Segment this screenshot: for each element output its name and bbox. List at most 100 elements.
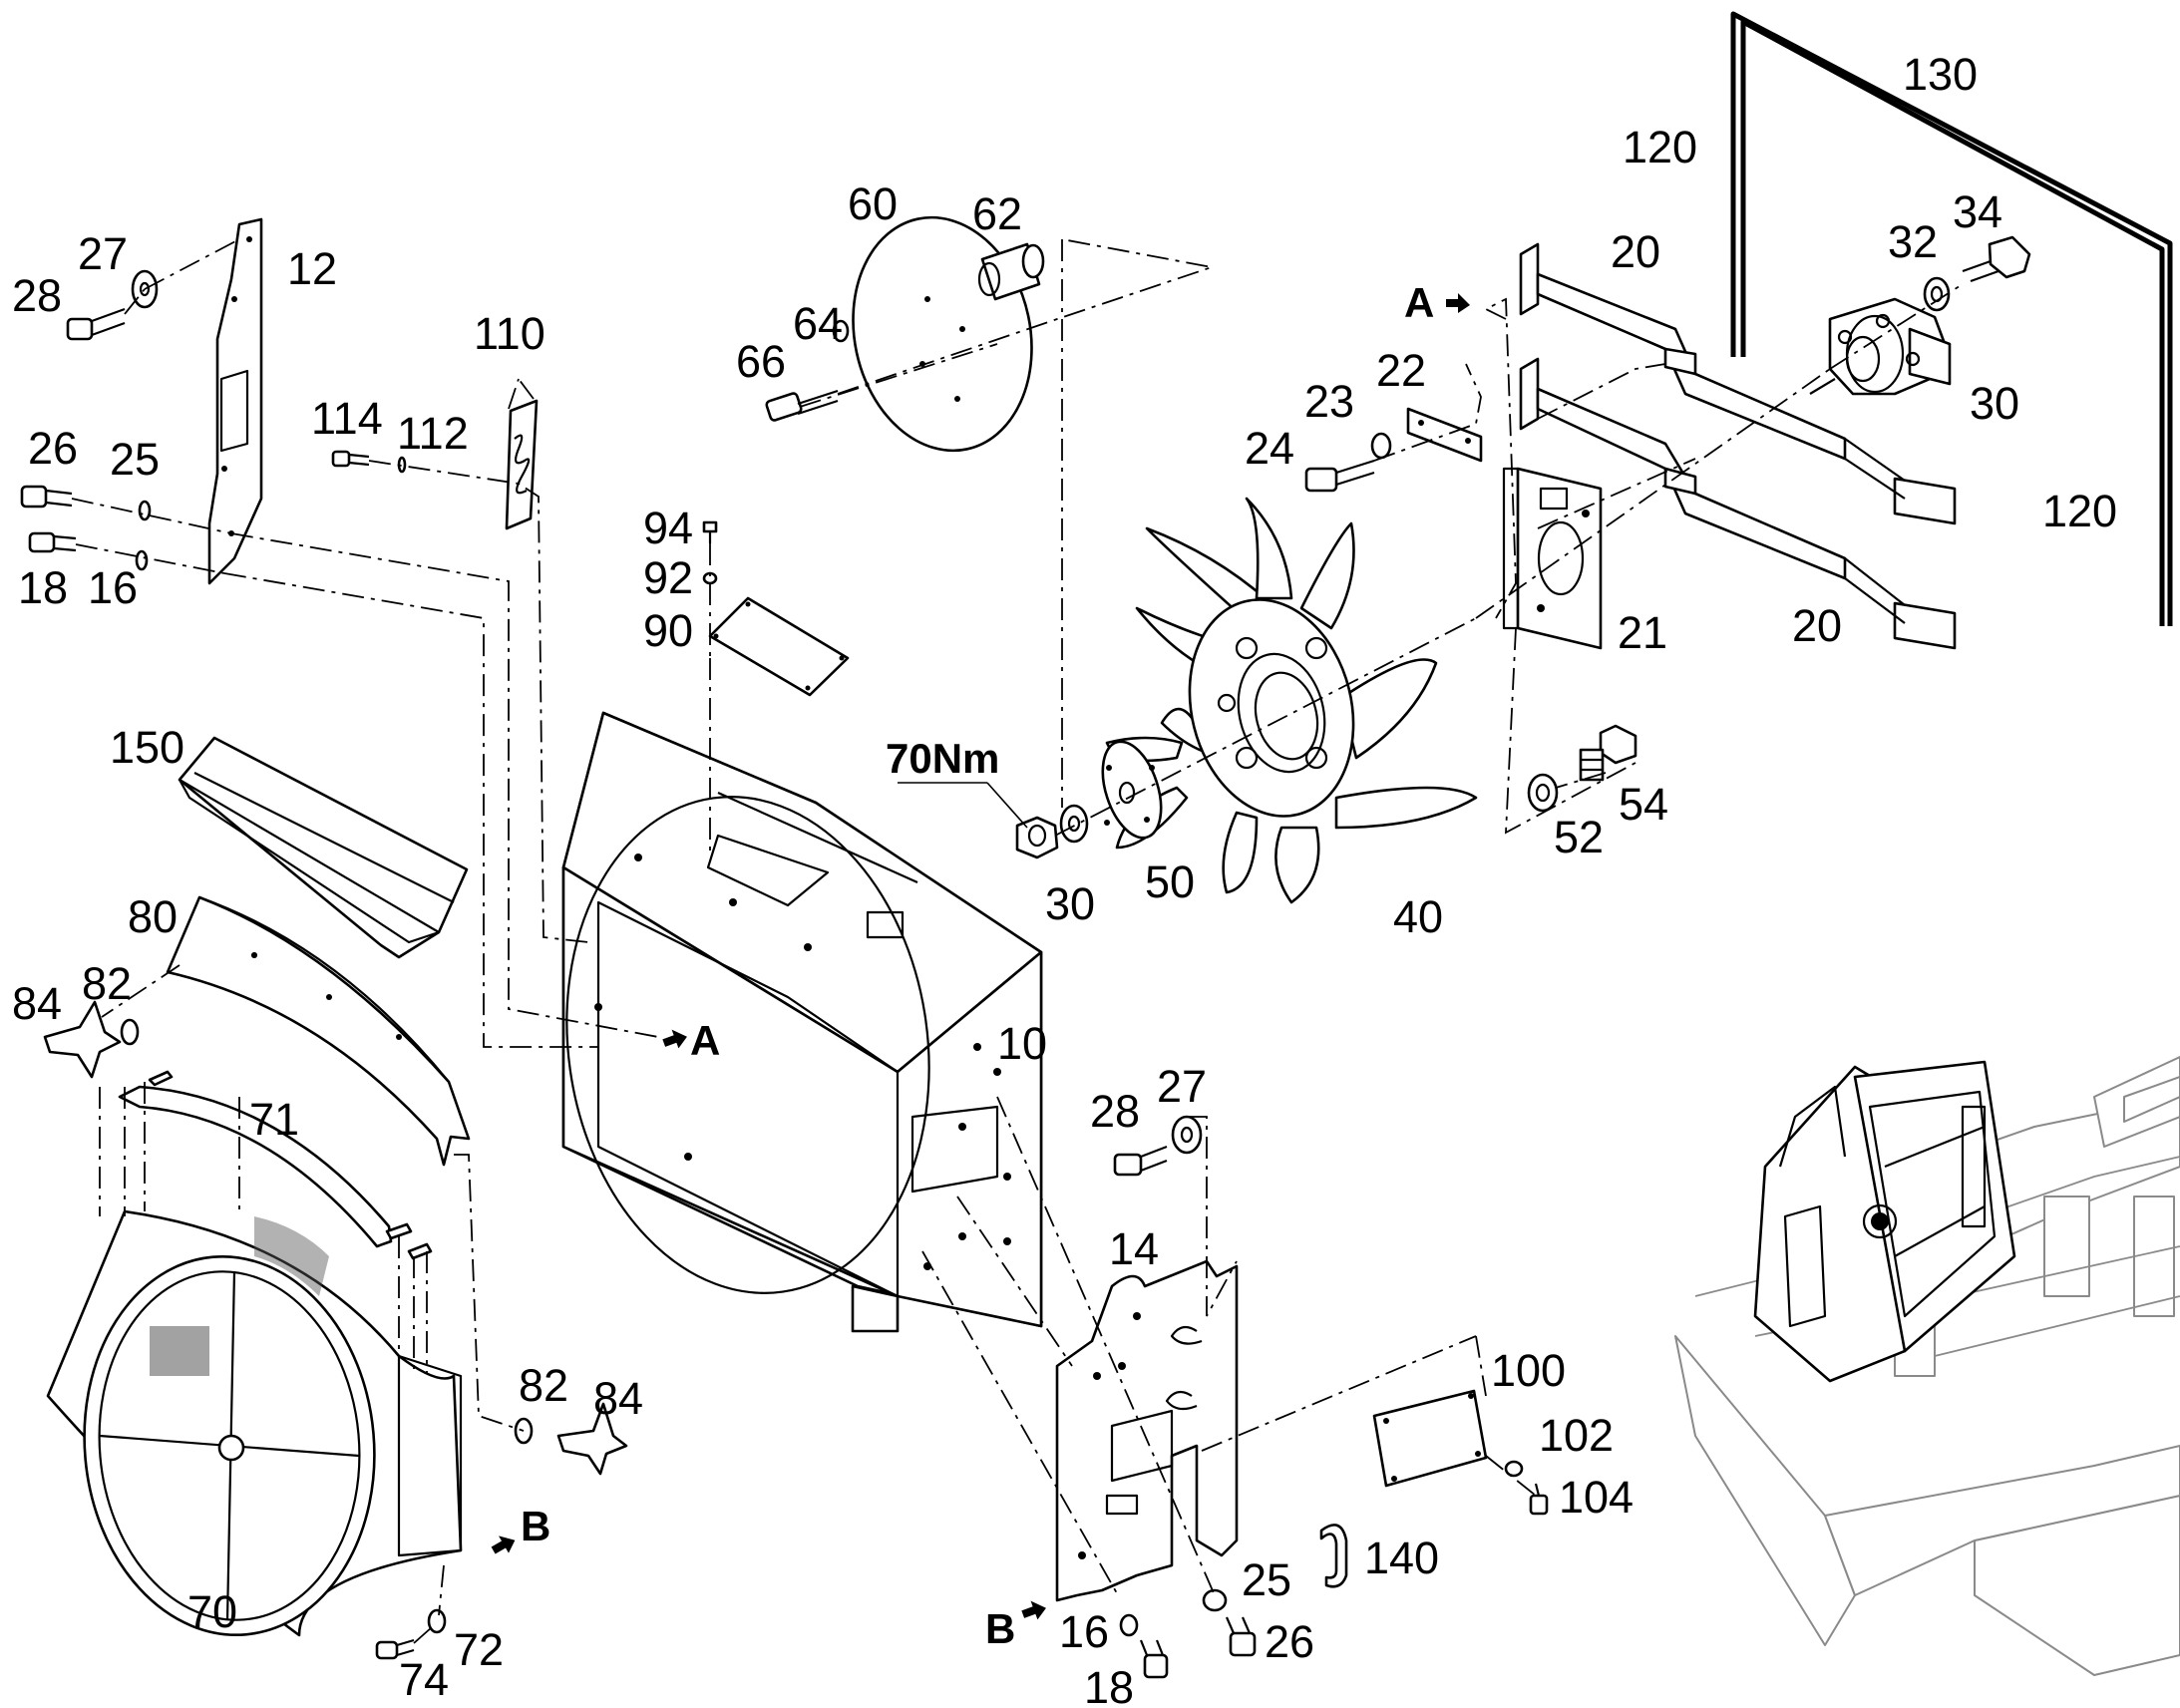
label-26-bottom: 26: [1265, 1616, 1314, 1667]
bolt-26-top: [20, 485, 73, 509]
label-30-pump: 30: [1970, 378, 2019, 429]
label-16-top: 16: [88, 562, 138, 613]
bolt-66: [765, 389, 839, 422]
bolt-28-top: [66, 307, 126, 341]
label-130: 130: [1903, 49, 1978, 100]
marker-b-bottom-label: B: [985, 1605, 1015, 1652]
washer-25-top: [138, 500, 152, 521]
label-82-right: 82: [519, 1360, 568, 1411]
label-22: 22: [1376, 345, 1426, 396]
fan-shroud-10: [561, 711, 1043, 1333]
bolt-28-right: [1113, 1145, 1168, 1177]
torque-leader: [986, 782, 1028, 829]
fan-40: [1105, 497, 1478, 904]
marker-a-mid-label: A: [690, 1017, 720, 1064]
label-90: 90: [643, 605, 693, 656]
washer-72: [427, 1608, 447, 1634]
label-32: 32: [1888, 216, 1938, 267]
washer-25-bottom: [1202, 1588, 1228, 1612]
washer-32: [1923, 276, 1951, 312]
label-30-nut: 30: [1045, 878, 1095, 929]
label-26-top: 26: [28, 423, 78, 474]
label-21: 21: [1618, 607, 1667, 658]
marker-b-left-label: B: [521, 1503, 550, 1549]
marker-b-left: [491, 1536, 516, 1554]
label-28-right: 28: [1090, 1086, 1140, 1137]
washer-23: [1370, 432, 1392, 460]
label-110: 110: [474, 308, 545, 359]
label-28-top: 28: [12, 270, 62, 321]
label-52: 52: [1554, 812, 1604, 862]
washer-30: [1059, 804, 1089, 844]
label-64: 64: [793, 298, 843, 349]
washer-82-left: [120, 1018, 140, 1046]
cover-90: [708, 596, 850, 697]
label-74: 74: [399, 1654, 449, 1705]
duct-150: [178, 736, 469, 959]
label-84-left: 84: [12, 978, 62, 1029]
label-92: 92: [643, 552, 693, 603]
ring-71: [118, 1070, 433, 1260]
torque-label: 70Nm: [886, 735, 999, 782]
plate-22: [1406, 407, 1483, 463]
label-18-top: 18: [18, 562, 68, 613]
label-66: 66: [736, 336, 786, 387]
screw-104: [1529, 1483, 1549, 1516]
label-12: 12: [287, 243, 337, 294]
label-27-right: 27: [1157, 1061, 1207, 1112]
part-labels: 10 12 14 16 16 18 18 20 20 21 22 23 24 2…: [12, 49, 2117, 1708]
assembly-thumbnail: [1674, 1056, 2180, 1676]
marker-b-bottom: [1021, 1600, 1046, 1620]
label-34: 34: [1953, 186, 2002, 237]
spacer-62: [977, 242, 1045, 301]
cover-100: [1372, 1389, 1488, 1488]
label-150: 150: [110, 722, 184, 773]
handle-140: [1319, 1524, 1348, 1588]
bolt-18-bottom: [1139, 1639, 1169, 1679]
label-102: 102: [1539, 1410, 1614, 1461]
label-40: 40: [1393, 891, 1443, 942]
label-71: 71: [249, 1094, 299, 1145]
screw-94: [702, 520, 718, 543]
label-94: 94: [643, 503, 693, 553]
label-24: 24: [1245, 423, 1294, 474]
label-72: 72: [454, 1624, 504, 1675]
label-25-bottom: 25: [1242, 1554, 1291, 1605]
label-20-lower: 20: [1792, 600, 1842, 651]
washer-52: [1527, 773, 1559, 813]
bolt-18-top: [28, 531, 77, 553]
washer-16-bottom: [1119, 1613, 1139, 1637]
cover-80: [166, 895, 471, 1167]
bolt-54: [1579, 724, 1637, 782]
marker-a-top: [1446, 293, 1470, 313]
arm-20-upper: [1519, 242, 1957, 525]
label-20-upper: 20: [1611, 226, 1660, 277]
bracket-14: [1055, 1259, 1239, 1602]
hub-50: [1101, 740, 1163, 840]
label-114: 114: [311, 393, 383, 444]
bolt-34: [1962, 235, 2031, 283]
washer-27-right: [1171, 1115, 1203, 1155]
label-18-bottom: 18: [1084, 1662, 1134, 1708]
label-80: 80: [128, 891, 178, 942]
plate-12: [207, 217, 263, 585]
screw-74: [375, 1638, 415, 1660]
label-25-top: 25: [110, 434, 160, 485]
label-120-right: 120: [2042, 486, 2117, 536]
bolt-24: [1304, 459, 1375, 493]
arm-20-lower: [1519, 357, 1957, 650]
label-120-top: 120: [1623, 122, 1697, 172]
label-100: 100: [1491, 1345, 1566, 1396]
label-140: 140: [1364, 1533, 1439, 1583]
label-82-left: 82: [82, 958, 132, 1009]
label-70: 70: [187, 1586, 237, 1637]
label-84-right: 84: [593, 1373, 643, 1424]
washer-102: [1504, 1460, 1524, 1478]
label-50: 50: [1145, 856, 1195, 907]
guard-disc-60: [852, 215, 1033, 453]
guard-70: [46, 1209, 463, 1637]
label-16-bottom: 16: [1059, 1606, 1109, 1657]
label-23: 23: [1304, 376, 1354, 427]
bolt-26-bottom: [1225, 1616, 1257, 1657]
